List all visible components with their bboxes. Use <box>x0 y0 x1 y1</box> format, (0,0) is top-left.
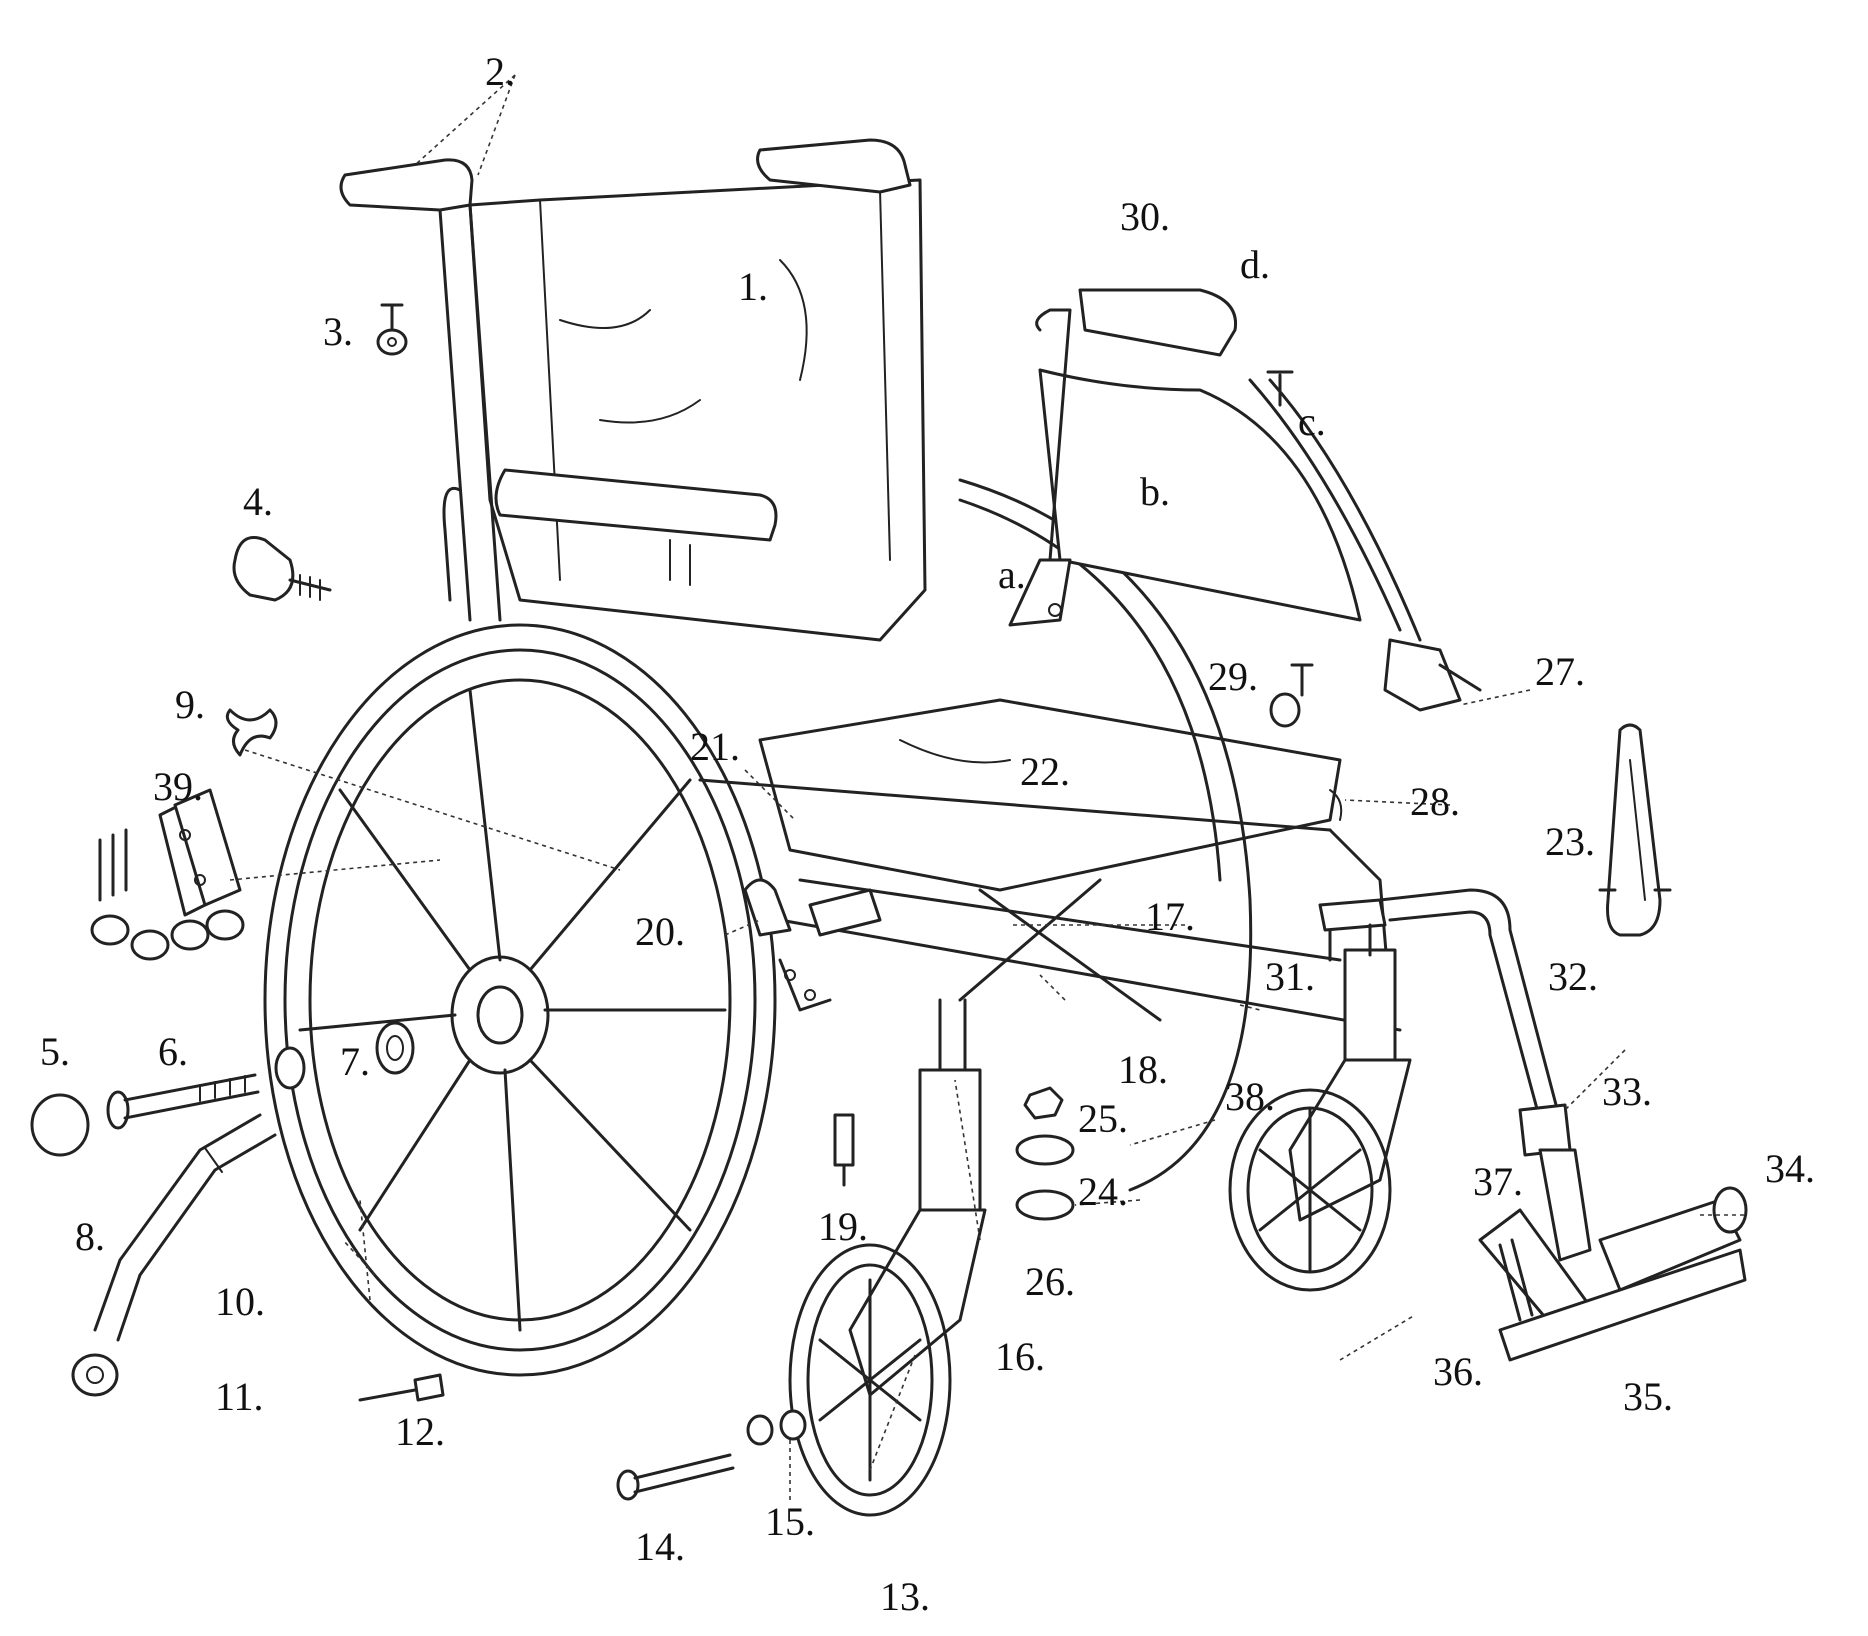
label-c: c. <box>1298 399 1326 444</box>
label-b: b. <box>1140 469 1170 514</box>
screw-washer-29 <box>1269 663 1314 728</box>
right-front-caster <box>1228 948 1412 1292</box>
label-5: 5. <box>40 1029 70 1074</box>
label-16: 16. <box>995 1334 1045 1379</box>
label-8: 8. <box>75 1214 105 1259</box>
part-23 <box>1598 723 1672 937</box>
label-15: 15. <box>765 1499 815 1544</box>
label-39: 39. <box>153 764 203 809</box>
axle-6 <box>106 1073 260 1130</box>
label-30: 30. <box>1120 194 1170 239</box>
left-back-post <box>438 203 502 622</box>
label-4: 4. <box>243 479 273 524</box>
label-31: 31. <box>1265 954 1315 999</box>
label-7: 7. <box>340 1039 370 1084</box>
label-11: 11. <box>215 1374 264 1419</box>
label-3: 3. <box>323 309 353 354</box>
label-18: 18. <box>1118 1047 1168 1092</box>
caster-axle-14 <box>616 1453 735 1501</box>
anti-tipper-8 <box>71 1113 277 1397</box>
brackets-39 <box>90 788 245 961</box>
part-31 <box>1318 898 1387 962</box>
label-17: 17. <box>1145 894 1195 939</box>
axle-cap-5 <box>30 1093 90 1157</box>
label-22: 22. <box>1020 749 1070 794</box>
label-19: 19. <box>818 1204 868 1249</box>
part-labels: 1. 2. 3. 4. 5. 6. 7. 8. 9. 10. 11. 12. 1… <box>40 49 1815 1619</box>
label-6: 6. <box>158 1029 188 1074</box>
knob-bolt-4 <box>232 536 332 602</box>
backrest-upholstery <box>468 178 927 642</box>
bumper-9 <box>225 708 278 757</box>
label-32: 32. <box>1548 954 1598 999</box>
label-25: 25. <box>1078 1096 1128 1141</box>
push-handles <box>339 138 912 212</box>
footrest-assembly <box>1378 888 1748 1362</box>
label-27: 27. <box>1535 649 1585 694</box>
wheel-lock-assembly <box>743 878 882 1012</box>
bearings-15 <box>746 1409 807 1446</box>
cross-brace <box>958 878 1162 1022</box>
label-21: 21. <box>690 724 740 769</box>
label-d: d. <box>1240 242 1270 287</box>
label-2: 2. <box>485 49 515 94</box>
label-33: 33. <box>1602 1069 1652 1114</box>
label-38: 38. <box>1225 1074 1275 1119</box>
leader-lines <box>229 74 1745 1500</box>
label-14: 14. <box>635 1524 685 1569</box>
nut-25 <box>1023 1086 1064 1120</box>
label-26: 26. <box>1025 1259 1075 1304</box>
label-36: 36. <box>1433 1349 1483 1394</box>
label-23: 23. <box>1545 819 1595 864</box>
left-front-caster <box>788 998 987 1517</box>
label-13: 13. <box>880 1574 930 1619</box>
screw-12 <box>358 1373 445 1402</box>
rear-wheel <box>263 623 777 1377</box>
screw-washer-3 <box>376 303 408 356</box>
label-20: 20. <box>635 909 685 954</box>
label-10: 10. <box>215 1279 265 1324</box>
left-armrest <box>442 468 778 602</box>
label-a: a. <box>998 552 1026 597</box>
label-9: 9. <box>175 682 205 727</box>
label-37: 37. <box>1473 1159 1523 1204</box>
bolt-19 <box>833 1113 855 1187</box>
label-34: 34. <box>1765 1146 1815 1191</box>
washers-24 <box>1015 1134 1075 1221</box>
label-12: 12. <box>395 1409 445 1454</box>
right-armrest-assembly <box>1008 288 1482 712</box>
label-28: 28. <box>1410 779 1460 824</box>
seat-upholstery <box>758 698 1343 892</box>
bearing-7 <box>274 1021 415 1090</box>
label-1: 1. <box>738 264 768 309</box>
label-35: 35. <box>1623 1374 1673 1419</box>
label-24: 24. <box>1078 1169 1128 1214</box>
label-29: 29. <box>1208 654 1258 699</box>
